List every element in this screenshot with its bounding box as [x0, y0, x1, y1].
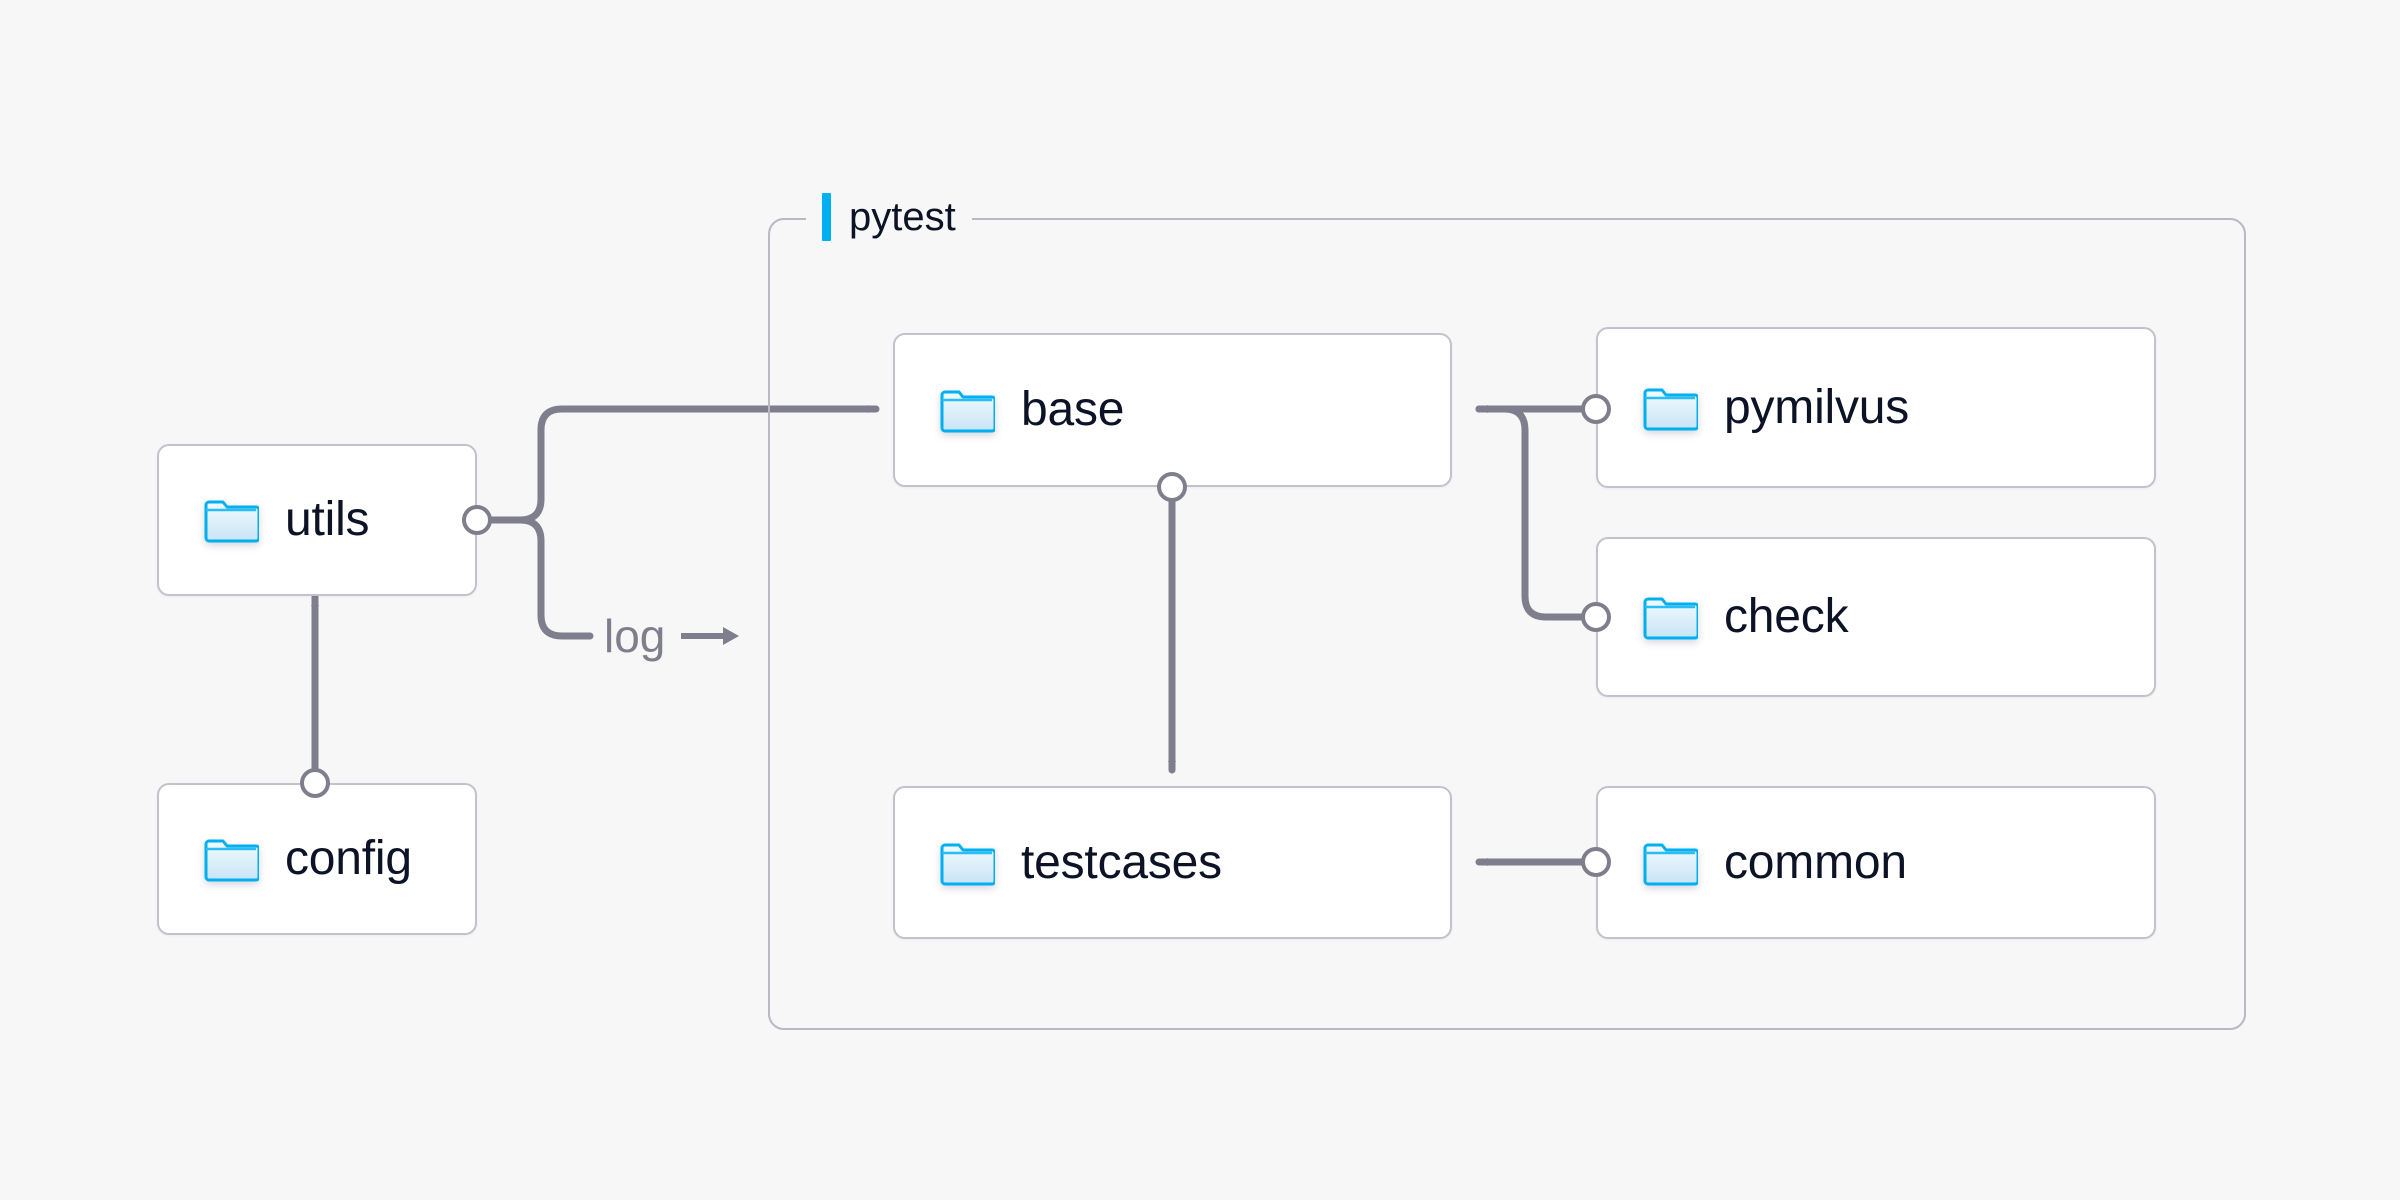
- group-label-text: pytest: [849, 195, 956, 239]
- node-pymilvus-content: pymilvus: [1598, 380, 1910, 434]
- node-pymilvus-label: pymilvus: [1724, 380, 1910, 434]
- node-pymilvus[interactable]: pymilvus: [1596, 327, 2156, 488]
- node-testcases[interactable]: testcases: [893, 786, 1452, 939]
- node-base[interactable]: base: [893, 333, 1452, 487]
- node-common-content: common: [1598, 835, 1907, 889]
- node-common-label: common: [1724, 835, 1907, 889]
- folder-icon: [940, 843, 995, 885]
- edge-label-log-text: log: [604, 610, 666, 662]
- folder-icon: [1643, 388, 1698, 430]
- folder-icon: [204, 500, 259, 543]
- edge-label-log: log: [604, 613, 741, 659]
- folder-icon: [1643, 843, 1698, 885]
- node-utils-label: utils: [285, 493, 370, 546]
- port-base-bottom[interactable]: [1157, 472, 1187, 502]
- arrow-right-icon: [681, 627, 740, 645]
- node-check-content: check: [1598, 590, 1849, 643]
- node-check[interactable]: check: [1596, 537, 2156, 697]
- group-pytest[interactable]: [768, 218, 2246, 1030]
- port-utils-right[interactable]: [462, 505, 492, 535]
- port-pymilvus-left[interactable]: [1581, 394, 1611, 424]
- node-testcases-content: testcases: [895, 835, 1222, 889]
- folder-icon: [940, 390, 995, 433]
- node-base-content: base: [895, 386, 1124, 434]
- node-testcases-label: testcases: [1021, 835, 1222, 889]
- node-common[interactable]: common: [1596, 786, 2156, 939]
- port-common-left[interactable]: [1581, 847, 1611, 877]
- node-utils-content: utils: [159, 493, 370, 546]
- group-accent-bar: [822, 193, 831, 241]
- node-config[interactable]: config: [157, 783, 477, 935]
- group-pytest-label: pytest: [806, 190, 972, 244]
- node-check-label: check: [1724, 590, 1849, 643]
- folder-icon: [1643, 597, 1698, 640]
- folder-icon: [204, 839, 259, 882]
- node-base-label: base: [1021, 383, 1125, 436]
- port-config-top[interactable]: [300, 768, 330, 798]
- port-check-left[interactable]: [1581, 602, 1611, 632]
- node-config-content: config: [159, 835, 412, 883]
- node-config-label: config: [285, 832, 412, 885]
- node-utils[interactable]: utils: [157, 444, 477, 596]
- edge-utils-to-log: [516, 516, 594, 640]
